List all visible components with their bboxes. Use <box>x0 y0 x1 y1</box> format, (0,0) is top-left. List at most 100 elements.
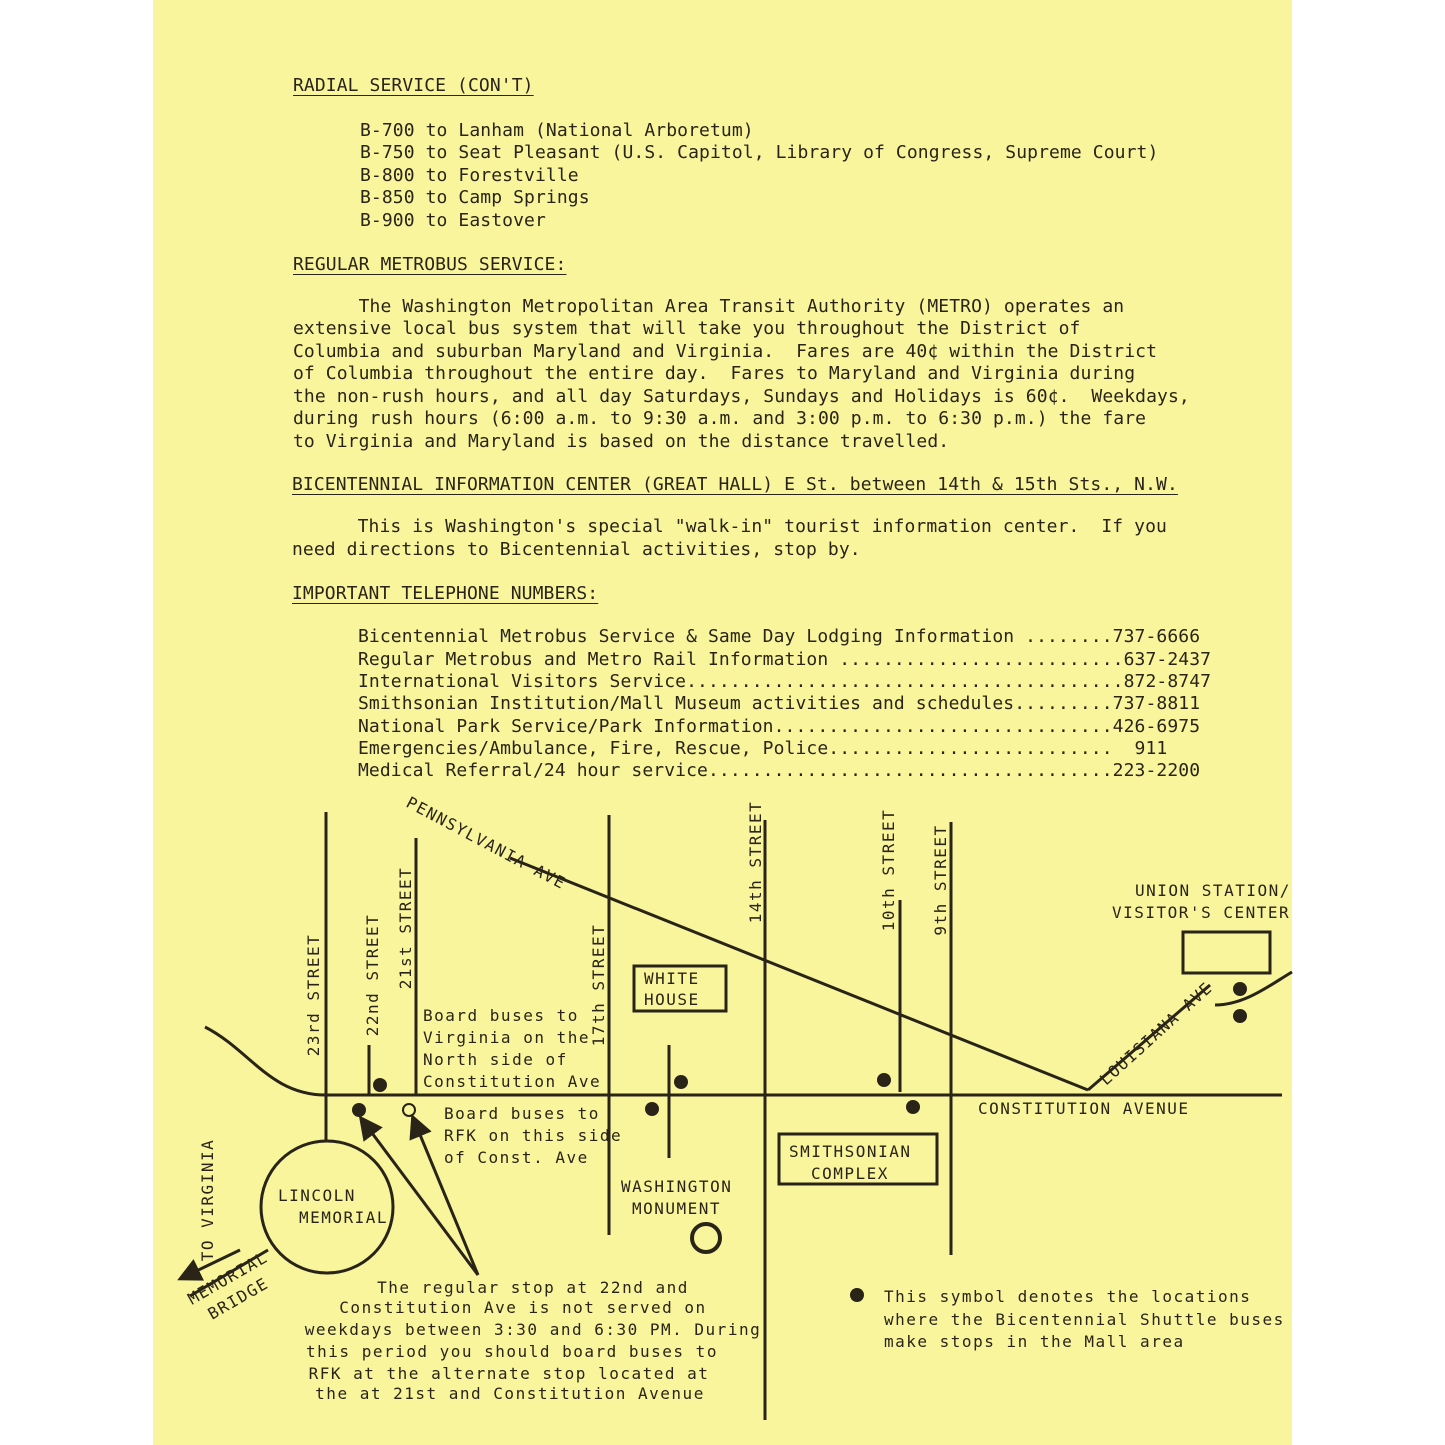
route-item: B-800 to Forestville <box>360 165 579 186</box>
arrow-icon <box>358 1115 480 1276</box>
street-label: 22nd STREET <box>363 914 382 1036</box>
union-station-box <box>1181 930 1272 975</box>
shuttle-stop-icon <box>906 1100 920 1114</box>
note-line: North side of <box>423 1050 568 1069</box>
constitution-avenue <box>204 1025 1282 1097</box>
street-label: 17th STREET <box>589 924 608 1046</box>
white-house-box <box>632 964 728 1013</box>
louisiana-avenue <box>1087 983 1211 1092</box>
text-line: need directions to Bicentennial activiti… <box>292 539 861 560</box>
radial-heading: RADIAL SERVICE (CON'T) <box>293 75 534 96</box>
document-page <box>153 0 1292 1445</box>
text-line: the non-rush hours, and all day Saturday… <box>293 386 1190 407</box>
note-line: RFK at the alternate stop located at <box>309 1364 710 1383</box>
shuttle-stop-icon <box>352 1103 366 1117</box>
phone-entry: Medical Referral/24 hour service........… <box>358 760 1200 782</box>
phone-entry: National Park Service/Park Information..… <box>358 716 1200 738</box>
street-label: 10th STREET <box>879 809 898 931</box>
phone-number: 911 <box>1112 738 1168 759</box>
text-line: to Virginia and Maryland is based on the… <box>293 431 950 452</box>
shuttle-stop-icon <box>1233 1009 1247 1023</box>
memorial-bridge-line <box>189 1248 269 1298</box>
note-line: RFK on this side <box>444 1126 622 1145</box>
note-line: Board buses to <box>444 1104 600 1123</box>
note-line: of Const. Ave <box>444 1148 589 1167</box>
lincoln-label: MEMORIAL <box>299 1208 388 1227</box>
phone-name: Regular Metrobus and Metro Rail Informat… <box>358 649 1124 670</box>
text-line: Columbia and suburban Maryland and Virgi… <box>293 341 1158 362</box>
note-line: Board buses to <box>423 1006 579 1025</box>
smithsonian-label: SMITHSONIAN <box>789 1142 911 1161</box>
lincoln-memorial-circle <box>259 1139 395 1275</box>
phone-entry: International Visitors Service..........… <box>358 671 1211 693</box>
louisiana-label: LOUISIANA AVE <box>1096 978 1216 1089</box>
phone-name: International Visitors Service..........… <box>358 671 1124 692</box>
phone-number: 426-6975 <box>1112 716 1201 737</box>
street-label: 9th STREET <box>931 824 950 935</box>
phone-name: Medical Referral/24 hour service........… <box>358 760 1113 781</box>
text-line: extensive local bus system that will tak… <box>293 318 1081 339</box>
smithsonian-box <box>777 1132 939 1186</box>
note-line: Constitution Ave <box>423 1072 601 1091</box>
constitution-label: CONSTITUTION AVENUE <box>978 1099 1190 1118</box>
streets <box>204 812 1293 1420</box>
street-label: 23rd STREET <box>304 934 323 1056</box>
map-legend: This symbol denotes the locations where … <box>884 1287 1285 1351</box>
union-station-road <box>1214 970 1293 1007</box>
arrow-icon <box>409 1113 480 1276</box>
bicentennial-heading: BICENTENNIAL INFORMATION CENTER (GREAT H… <box>292 474 1178 495</box>
to-virginia-arrow-icon <box>177 1248 241 1281</box>
phone-entry: Regular Metrobus and Metro Rail Informat… <box>358 649 1211 671</box>
phones-heading: IMPORTANT TELEPHONE NUMBERS: <box>292 583 599 604</box>
legend-stop-icon <box>850 1288 864 1302</box>
text-line: of Columbia throughout the entire day. F… <box>293 363 1136 384</box>
note-line: this period you should board buses to <box>306 1342 718 1361</box>
shuttle-stop-icon <box>674 1075 688 1089</box>
monument-label: MONUMENT <box>632 1199 721 1218</box>
rfk-note: Board buses to RFK on this side of Const… <box>444 1104 622 1167</box>
white-house-label: HOUSE <box>644 990 700 1009</box>
street-label: 14th STREET <box>746 801 765 923</box>
phone-entry: Smithsonian Institution/Mall Museum acti… <box>358 693 1200 715</box>
regular-heading: REGULAR METROBUS SERVICE: <box>293 254 567 275</box>
route-item: B-850 to Camp Springs <box>360 187 590 208</box>
phone-number: 872-8747 <box>1123 671 1212 692</box>
alternate-stop-icon <box>402 1103 416 1117</box>
shuttle-stop-icon <box>1233 982 1247 996</box>
shuttle-stops <box>352 982 1247 1302</box>
legend-line: where the Bicentennial Shuttle buses <box>884 1310 1285 1329</box>
pennsylvania-label: PENNSYLVANIA AVE <box>403 793 569 893</box>
phone-entry: Emergencies/Ambulance, Fire, Rescue, Pol… <box>358 738 1167 760</box>
note-line: weekdays between 3:30 and 6:30 PM. Durin… <box>305 1320 761 1339</box>
phone-name: Emergencies/Ambulance, Fire, Rescue, Pol… <box>358 738 1113 759</box>
legend-line: This symbol denotes the locations <box>884 1287 1251 1306</box>
phone-number: 737-6666 <box>1112 626 1201 647</box>
legend-line: make stops in the Mall area <box>884 1332 1185 1351</box>
note-line: The regular stop at 22nd and <box>377 1278 689 1297</box>
phone-name: Smithsonian Institution/Mall Museum acti… <box>358 693 1113 714</box>
phone-name: National Park Service/Park Information..… <box>358 716 1113 737</box>
to-virginia-label: TO VIRGINIA <box>198 1139 217 1261</box>
text-line: The Washington Metropolitan Area Transit… <box>293 296 1125 317</box>
phone-entry: Bicentennial Metrobus Service & Same Day… <box>358 626 1200 648</box>
shuttle-stop-icon <box>373 1078 387 1092</box>
phone-name: Bicentennial Metrobus Service & Same Day… <box>358 626 1113 647</box>
text-line: during rush hours (6:00 a.m. to 9:30 a.m… <box>293 408 1147 429</box>
monument-label: WASHINGTON <box>621 1177 732 1196</box>
note-line: the at 21st and Constitution Avenue <box>315 1384 705 1403</box>
route-item: B-750 to Seat Pleasant (U.S. Capitol, Li… <box>360 142 1159 163</box>
shuttle-stop-icon <box>877 1073 891 1087</box>
smithsonian-label: COMPLEX <box>811 1164 889 1183</box>
street-label: 21st STREET <box>396 867 415 989</box>
pennsylvania-avenue <box>509 856 1089 1092</box>
phone-number: 223-2200 <box>1112 760 1201 781</box>
phone-number: 637-2437 <box>1123 649 1212 670</box>
washington-monument-icon <box>690 1222 722 1254</box>
note-line: Constitution Ave is not served on <box>339 1298 706 1317</box>
phone-number: 737-8811 <box>1112 693 1201 714</box>
shuttle-stop-icon <box>645 1102 659 1116</box>
text-line: This is Washington's special "walk-in" t… <box>292 516 1167 537</box>
note-line: Virginia on the <box>423 1028 590 1047</box>
white-house-label: WHITE <box>644 969 700 988</box>
